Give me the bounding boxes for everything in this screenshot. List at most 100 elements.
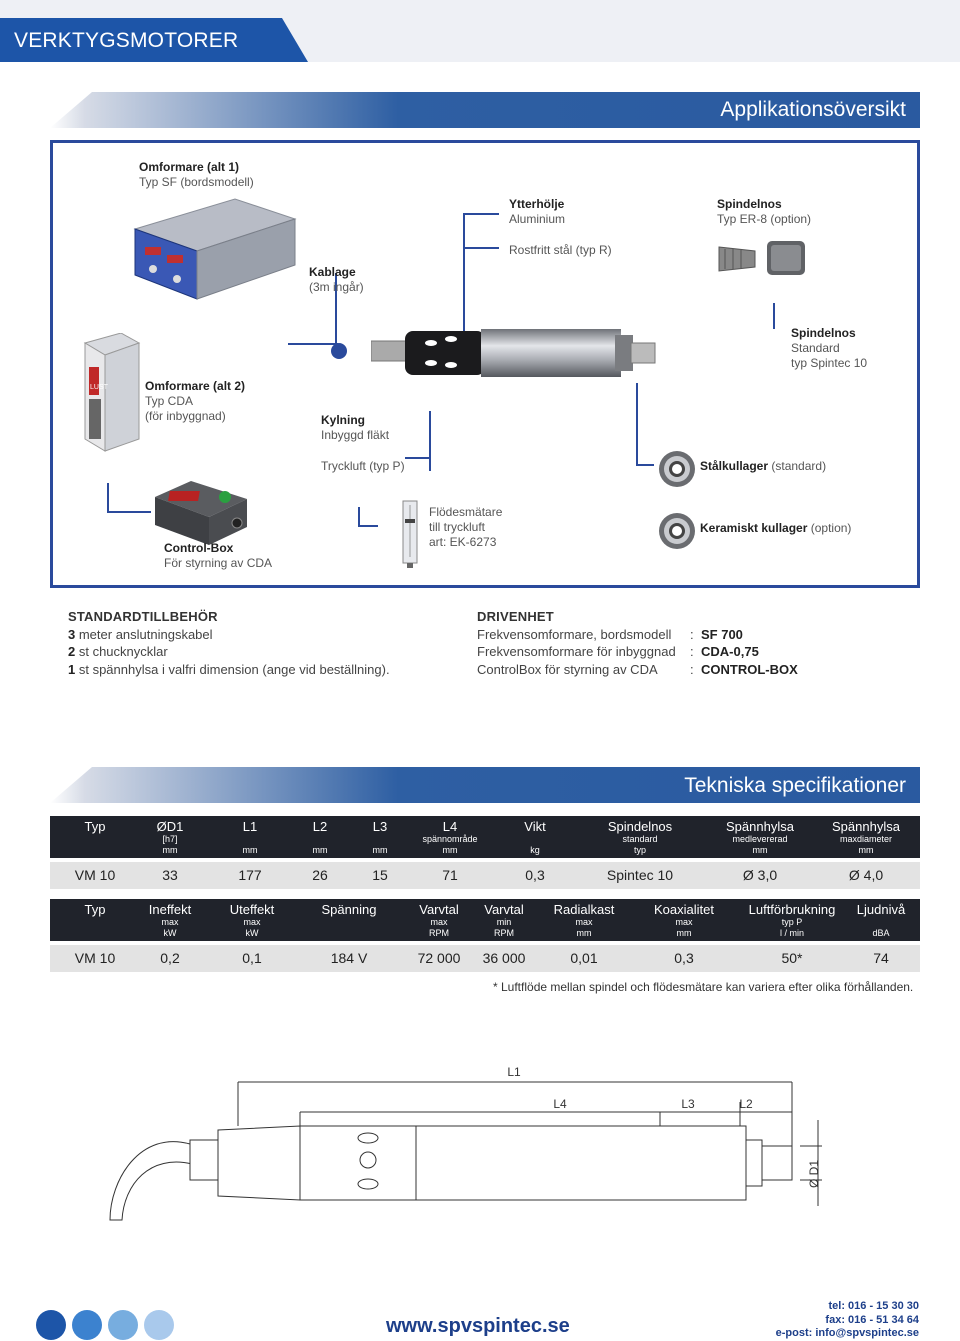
connector-tryckluft-h [405, 457, 431, 459]
table2-value-cell: 0,2 [160, 950, 180, 966]
specs-section-bar: Tekniska specifikationer [50, 767, 920, 803]
connector-kylning [429, 411, 431, 471]
connector-bearing-h [636, 464, 654, 466]
label-tryckluft: Tryckluft (typ P) [321, 459, 405, 473]
applications-title: Applikationsöversikt [720, 98, 906, 121]
dim-l2: L2 [739, 1097, 753, 1111]
label-rostfritt: Rostfritt stål (typ R) [509, 243, 612, 257]
table1-value-cell: 71 [442, 867, 458, 883]
footer-circle-3 [108, 1310, 138, 1340]
connector-flow-v [358, 507, 360, 527]
footer-circle-2 [72, 1310, 102, 1340]
table1-value-cell: 26 [312, 867, 328, 883]
table1-value-cell: 15 [372, 867, 388, 883]
table1-value-cell: 33 [162, 867, 178, 883]
table1-header-cell: Typ [84, 819, 106, 834]
spindle-motor-image [371, 329, 656, 377]
label-spindelnos-standard: Spindelnos Standard typ Spintec 10 [791, 326, 868, 370]
label-kylning: Kylning Inbyggd fläkt [321, 413, 390, 442]
label-spindelnos-er: Spindelnos Typ ER-8 (option) [717, 197, 812, 226]
table2-value-cell: 72 000 [417, 950, 461, 966]
connector-controlbox-v [107, 483, 109, 513]
table2-value-cell: 36 000 [482, 950, 526, 966]
connector-kablage [335, 273, 337, 349]
label-omformare-alt2: Omformare (alt 2) Typ CDA (för inbyggnad… [145, 379, 246, 423]
drive-unit: DRIVENHET Frekvensomformare, bordsmodell… [477, 609, 798, 677]
footer-circle-1 [36, 1310, 66, 1340]
connector-flow-h [358, 525, 378, 527]
label-keramiskt: Keramiskt kullager (option) [700, 521, 852, 535]
standard-accessories: STANDARDTILLBEHÖR 3 meter anslutningskab… [68, 609, 390, 677]
table2-value-cell: VM 10 [74, 950, 116, 966]
converter-sf-image [133, 198, 297, 300]
table1-value-cell: 177 [238, 867, 262, 883]
footer-circle-4 [144, 1310, 174, 1340]
contact-email[interactable]: e-post: info@spvspintec.se [775, 1327, 919, 1339]
table2-value-cell: 0,01 [570, 950, 598, 966]
steel-bearing-image [659, 451, 695, 487]
svg-text:LUST: LUST [90, 384, 109, 391]
connector-ytterholje-h [463, 213, 499, 215]
collet-er8-image [718, 241, 805, 275]
dim-d1: Ø D1 [807, 1160, 821, 1188]
controlbox-image [155, 481, 247, 545]
table2-value-cell: 184 V [330, 950, 368, 966]
dim-l3: L3 [681, 1097, 695, 1111]
contact-fax: fax: 016 - 51 34 64 [825, 1313, 919, 1326]
connector-controlbox-h [107, 511, 151, 513]
dim-l1: L1 [507, 1065, 521, 1079]
table1-value-cell: 0,3 [525, 867, 545, 883]
label-flodesmatare: Flödesmätare till tryckluft art: EK-6273 [429, 505, 503, 549]
contact-tel: tel: 016 - 15 30 30 [828, 1300, 919, 1312]
label-kablage: Kablage (3m ingår) [309, 265, 364, 294]
table2-value-cell: 0,3 [674, 950, 694, 966]
table1-value-cell: VM 10 [74, 867, 116, 883]
website-link[interactable]: www.spvspintec.se [386, 1315, 570, 1337]
specs-title: Tekniska specifikationer [684, 774, 906, 797]
applications-section-bar: Applikationsöversikt [50, 92, 920, 128]
connector-ytterholje [463, 213, 465, 331]
label-controlbox: Control-Box För styrning av CDA [164, 541, 273, 570]
connector-bearing [636, 383, 638, 466]
connector-spindle-std [773, 303, 775, 329]
dim-l4: L4 [553, 1097, 567, 1111]
converter-cda-image: LUST [83, 333, 141, 452]
label-stalkullager: Stålkullager (standard) [700, 459, 827, 473]
contact-info: tel: 016 - 15 30 30 fax: 016 - 51 34 64 … [776, 1300, 919, 1341]
table1-value-cell: Ø 4,0 [848, 867, 884, 883]
table1-value-cell: Spintec 10 [606, 867, 674, 883]
label-omformare-alt1: Omformare (alt 1) Typ SF (bordsmodell) [139, 160, 254, 189]
cable-junction-dot [331, 343, 347, 359]
flowmeter-image [402, 500, 418, 568]
page-title: VERKTYGSMOTORER [14, 29, 239, 52]
table1-header-cell: ØD1[h7]mm [156, 819, 184, 855]
table2-value-cell: 0,1 [242, 950, 262, 966]
ceramic-bearing-image [659, 513, 695, 549]
application-overview-box: LUST [50, 140, 920, 588]
connector-kablage-h [288, 343, 338, 345]
table2-value-cell: 74 [873, 950, 889, 966]
table2-header-cell: Spänning [321, 902, 377, 917]
dimension-drawing: L1 L4 L3 L2 Ø D1 [109, 1065, 822, 1221]
label-ytterholje: Ytterhölje Aluminium [509, 197, 566, 226]
header-tab [0, 18, 308, 62]
